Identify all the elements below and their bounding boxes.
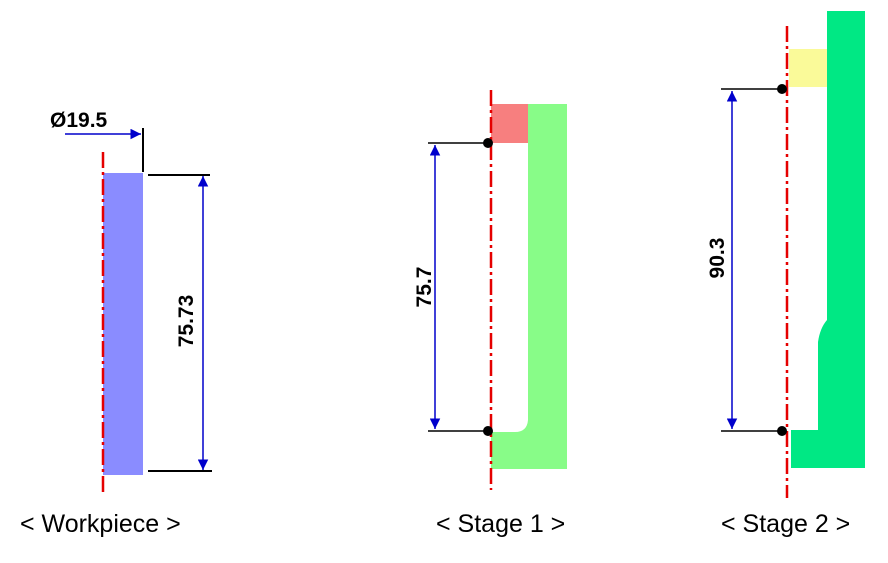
stage1-ref-point-bottom: [483, 426, 493, 436]
stage1-length-label: 75.7: [413, 267, 436, 308]
workpiece-length-label: 75.73: [175, 295, 198, 348]
diameter-label: Ø19.5: [50, 109, 108, 132]
stage2-ref-point-bottom: [777, 426, 787, 436]
stage1-removed-material: [491, 104, 528, 143]
stage1-group: 75.7: [413, 90, 567, 490]
stage1-part-profile: [491, 104, 567, 469]
workpiece-bar: [103, 173, 143, 475]
stage2-removed-material: [789, 49, 827, 87]
workpiece-caption: < Workpiece >: [20, 510, 181, 538]
stage2-part-profile: [791, 11, 865, 468]
stage2-length-label: 90.3: [706, 238, 729, 279]
stage1-ref-point-top: [483, 138, 493, 148]
stage2-group: 90.3: [706, 11, 865, 498]
stage2-caption: < Stage 2 >: [721, 510, 851, 538]
stage1-caption: < Stage 1 >: [436, 510, 566, 538]
workpiece-group: Ø19.5 75.73: [50, 109, 212, 493]
stage2-ref-point-top: [777, 84, 787, 94]
